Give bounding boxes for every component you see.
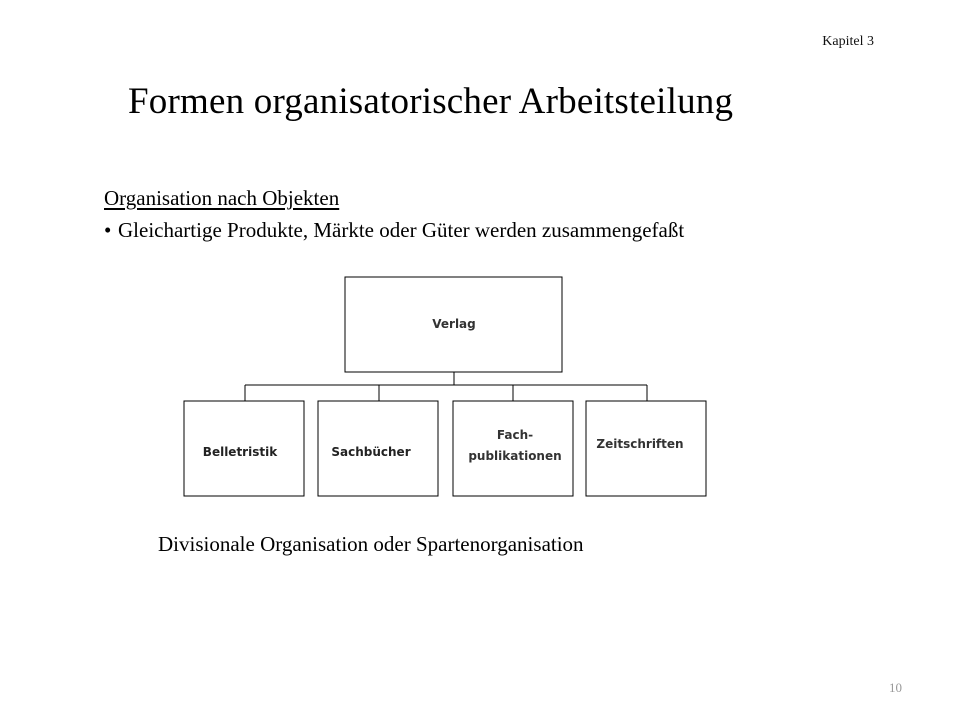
diagram-caption: Divisionale Organisation oder Spartenorg…	[158, 532, 584, 556]
section-heading: Organisation nach Objekten	[104, 186, 340, 210]
org-root-label: Verlag	[432, 317, 476, 331]
org-child-box-sachbuecher	[317, 400, 439, 497]
org-child-label-zeitschriften: Zeitschriften	[596, 437, 683, 451]
bullet-marker: •	[104, 218, 112, 242]
org-child-box-belletristik	[183, 400, 305, 497]
org-child-label-fachpublikationen-line1: Fach-	[497, 428, 533, 442]
bullet-text: Gleichartige Produkte, Märkte oder Güter…	[118, 218, 685, 242]
slide-title: Formen organisatorischer Arbeitsteilung	[128, 81, 734, 122]
org-child-box-zeitschriften	[585, 400, 707, 497]
chapter-label: Kapitel 3	[822, 34, 874, 49]
bullet-item: •Gleichartige Produkte, Märkte oder Güte…	[104, 218, 684, 243]
org-child-label-belletristik: Belletristik	[203, 445, 278, 459]
org-root-box	[344, 276, 563, 373]
org-child-label-sachbuecher: Sachbücher	[331, 445, 410, 459]
org-child-box-fachpublikationen	[452, 400, 574, 497]
org-child-label-fachpublikationen-line2: publikationen	[468, 449, 561, 463]
page-number: 10	[889, 680, 902, 695]
